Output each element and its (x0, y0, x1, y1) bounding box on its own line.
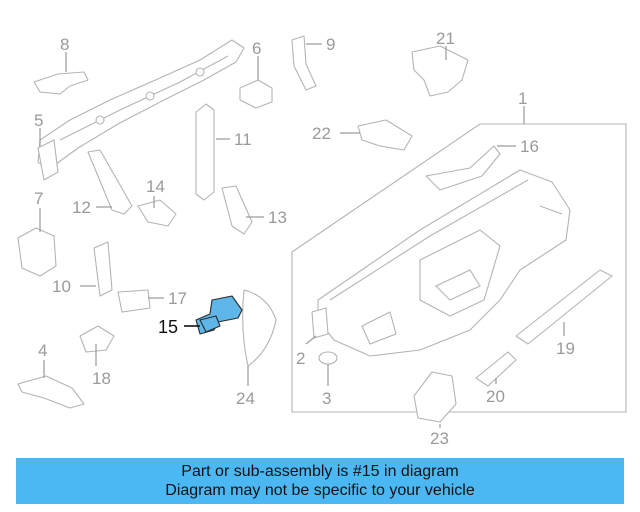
leader-lines (39, 43, 565, 428)
part-22-bracket (357, 119, 413, 151)
banner-line-2: Diagram may not be specific to your vehi… (165, 482, 475, 499)
callout-5: 5 (34, 111, 43, 130)
part-15-bracket-highlighted[interactable] (195, 295, 243, 335)
part-11-brace (195, 103, 215, 201)
part-23-bracket (413, 371, 457, 423)
part-7-bracket (17, 227, 57, 277)
callout-9: 9 (326, 35, 335, 54)
callout-7: 7 (34, 189, 43, 208)
instrument-panel (317, 169, 571, 357)
part-12-brace (87, 149, 133, 215)
callout-18: 18 (92, 369, 111, 388)
parts-diagram: 8 6 9 21 1 5 11 22 16 7 14 12 13 10 17 1… (17, 29, 627, 448)
part-4-bracket (17, 375, 85, 409)
callout-22: 22 (312, 124, 331, 143)
part-3-knob (318, 351, 338, 365)
callout-23: 23 (430, 429, 449, 448)
callout-21: 21 (436, 29, 455, 48)
part-16-bracket (425, 145, 501, 191)
part-19-side-bracket (515, 269, 613, 345)
part-24-knee-bolster (242, 289, 277, 367)
callout-8: 8 (60, 35, 69, 54)
callout-10: 10 (52, 277, 71, 296)
instrument-panel-frame (291, 123, 627, 413)
callout-24: 24 (236, 389, 255, 408)
banner-line-1: Part or sub-assembly is #15 in diagram (181, 463, 459, 480)
callout-17: 17 (168, 289, 187, 308)
callout-3: 3 (322, 389, 331, 408)
callout-12: 12 (72, 198, 91, 217)
callout-20: 20 (486, 387, 505, 406)
part-13-bracket (221, 185, 253, 235)
info-banner: Part or sub-assembly is #15 in diagram D… (16, 458, 624, 504)
callout-4: 4 (38, 341, 47, 360)
callout-16: 16 (520, 137, 539, 156)
callout-11: 11 (234, 130, 252, 149)
callout-2: 2 (296, 349, 305, 368)
callout-1: 1 (518, 89, 527, 108)
cross-car-beam (37, 39, 245, 171)
part-9-bracket (291, 35, 317, 91)
part-17-bracket (117, 289, 151, 313)
part-21-bracket (411, 45, 469, 97)
callout-14: 14 (146, 177, 165, 196)
part-8-bracket (33, 71, 89, 95)
part-18-bracket (79, 325, 115, 353)
part-20-bracket (475, 351, 517, 387)
callout-15: 15 (158, 317, 178, 337)
part-5-bracket (37, 139, 59, 181)
callout-13: 13 (268, 208, 287, 227)
callout-6: 6 (252, 39, 261, 58)
part-6-bracket (239, 79, 273, 109)
part-2-clip (311, 307, 329, 339)
part-14-bracket (137, 199, 177, 227)
callout-19: 19 (556, 339, 575, 358)
part-10-bracket (93, 241, 113, 297)
